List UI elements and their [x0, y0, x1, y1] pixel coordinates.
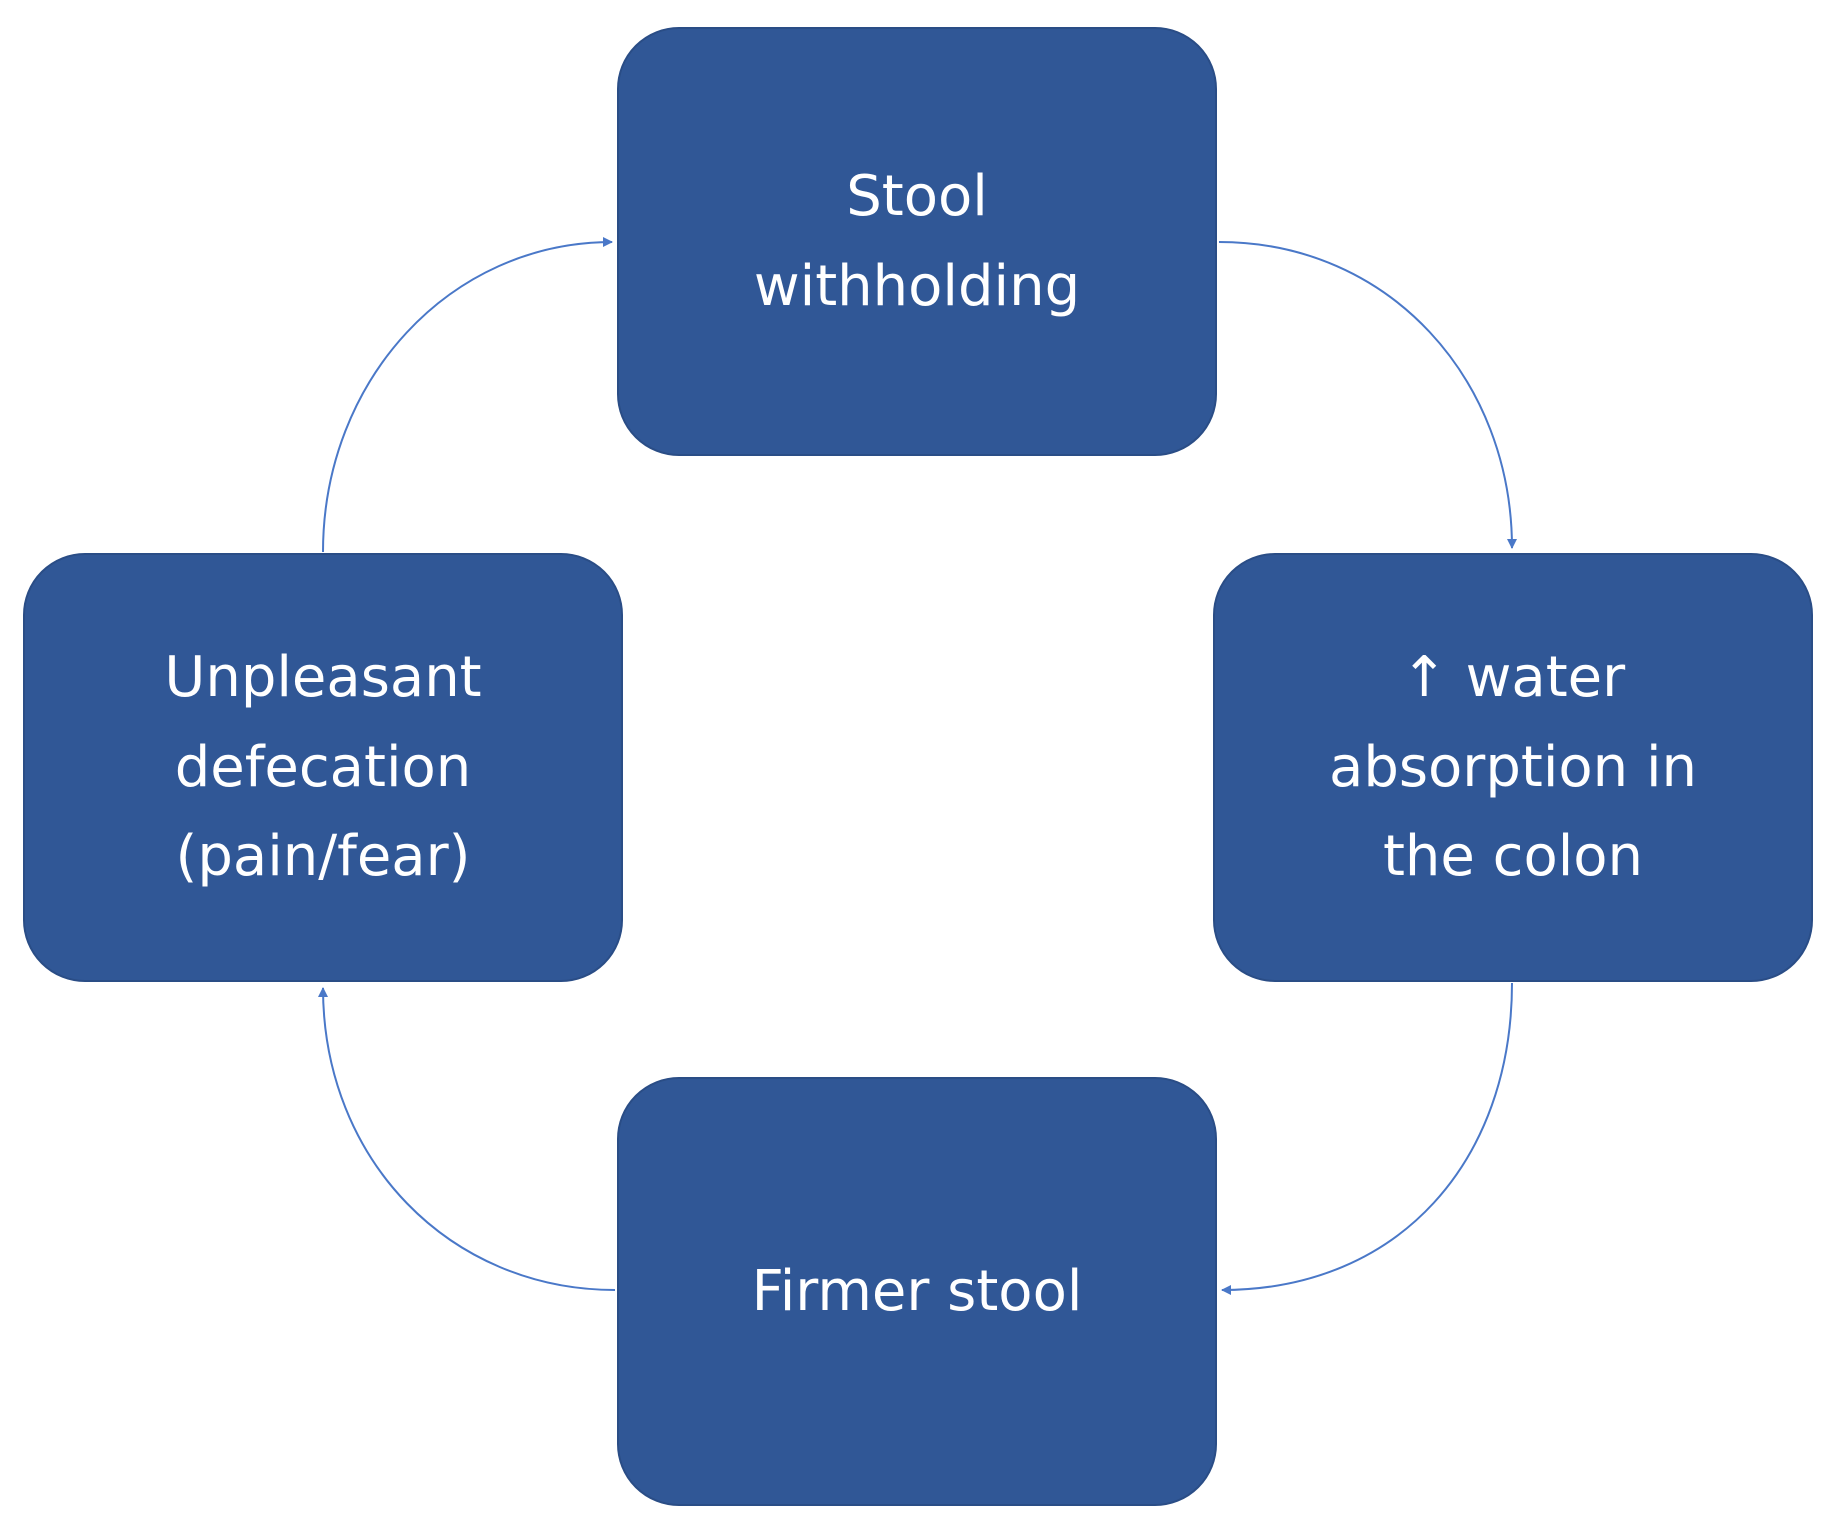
arrow-withholding-to-absorption	[1218, 241, 1517, 549]
node-water-absorption-label: ↑ water absorption in the colon	[1329, 645, 1697, 890]
node-unpleasant-defecation-label: Unpleasant defecation (pain/fear)	[164, 645, 482, 890]
node-firmer-stool: Firmer stool	[617, 1077, 1217, 1506]
node-firmer-stool-label: Firmer stool	[751, 1258, 1083, 1324]
node-water-absorption: ↑ water absorption in the colon	[1213, 553, 1813, 982]
arrow-firmer-to-unpleasant	[318, 987, 616, 1291]
node-stool-withholding-label: Stool withholding	[753, 163, 1081, 319]
arrow-unpleasant-to-withholding	[322, 237, 613, 553]
arrow-absorption-to-firmer	[1221, 982, 1513, 1295]
node-stool-withholding: Stool withholding	[617, 27, 1217, 456]
node-unpleasant-defecation: Unpleasant defecation (pain/fear)	[23, 553, 623, 982]
